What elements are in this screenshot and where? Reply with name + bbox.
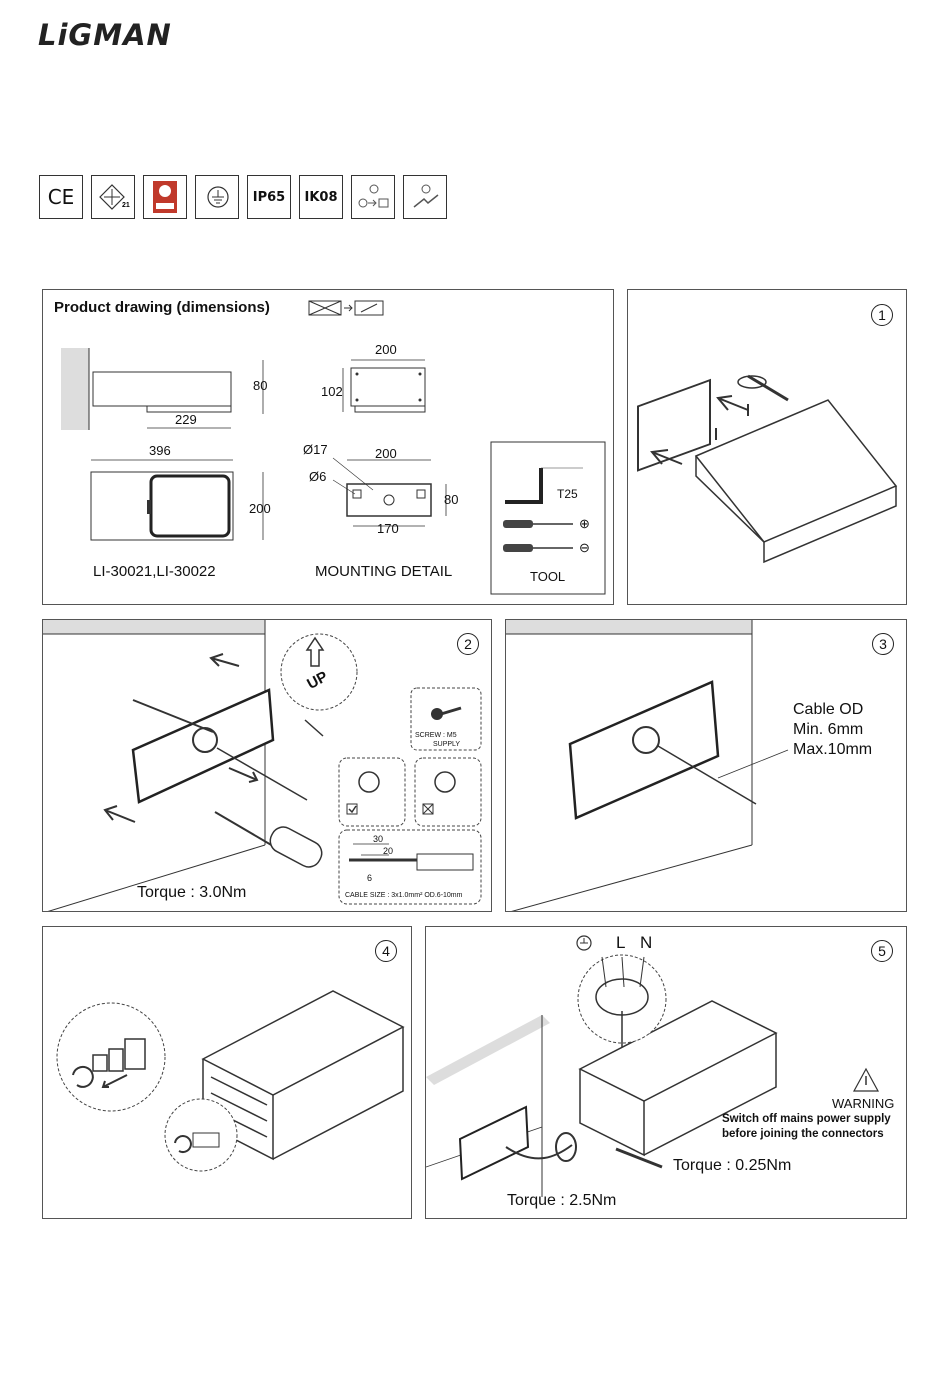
- cert-number: 21: [122, 202, 130, 209]
- front-width: 396: [149, 443, 171, 458]
- step-4-panel: 4: [42, 926, 412, 1219]
- step-2-number: 2: [457, 633, 479, 655]
- step-3-number: 3: [872, 633, 894, 655]
- step-5-illustration: [426, 935, 880, 1197]
- dimensions-panel: Product drawing (dimensions) 80 229 200 …: [42, 289, 614, 605]
- cable-od-max: Max.10mm: [793, 741, 873, 758]
- screw-label: SCREW : M5: [415, 732, 457, 739]
- strip-length-30: 30: [373, 834, 384, 844]
- torque-label-connector: Torque : 0.25Nm: [673, 1157, 792, 1174]
- plus-screwdriver-icon: ⊕: [579, 516, 590, 531]
- hazard-certification-icon: 21: [91, 175, 135, 219]
- front-height: 200: [249, 501, 271, 516]
- strip-length-20: 20: [383, 846, 394, 856]
- side-height: 80: [253, 378, 268, 393]
- step-2-illustration: [43, 620, 482, 911]
- hole-large: Ø17: [303, 442, 328, 457]
- step-4-illustration: [56, 990, 405, 1172]
- cable-size-label: CABLE SIZE : 3x1.0mm² OD.6-10mm: [345, 892, 463, 899]
- warning-line-1: Switch off mains power supply: [722, 1113, 891, 1125]
- tool-label: TOOL: [530, 569, 566, 584]
- mount-spacing: 170: [377, 521, 399, 536]
- flat-screwdriver-icon: ⊖: [579, 540, 590, 555]
- brand-logo: LiGMAN: [38, 18, 172, 52]
- step-5-number: 5: [871, 940, 893, 962]
- cable-od-spec: Cable OD Min. 6mm Max.10mm: [793, 700, 872, 760]
- top-depth: 102: [321, 384, 343, 399]
- step-2-panel: 2 UP SCREW : M5 SUPPLY 30 20 6 CABLE SIZ…: [42, 619, 492, 912]
- terminal-l-label: L: [616, 933, 626, 952]
- side-length: 229: [175, 412, 197, 427]
- mount-height: 80: [444, 492, 459, 507]
- ce-mark-icon: CE: [39, 175, 83, 219]
- voltage-icon: [351, 175, 395, 219]
- torque-label-step-2: Torque : 3.0Nm: [137, 884, 247, 901]
- warning-text: Switch off mains power supply before joi…: [722, 1112, 891, 1142]
- quality-certification-icon: [143, 175, 187, 219]
- hole-small: Ø6: [309, 469, 327, 484]
- step-1-illustration: [637, 374, 898, 564]
- cable-od-min: Min. 6mm: [793, 721, 864, 738]
- step-3-panel: 3 Cable OD Min. 6mm Max.10mm: [505, 619, 907, 912]
- connection-icon: [403, 175, 447, 219]
- dimensions-title: Product drawing (dimensions): [54, 299, 270, 316]
- warning-title: WARNING: [832, 1096, 895, 1111]
- warning-line-2: before joining the connectors: [722, 1128, 884, 1140]
- terminal-n-label: N: [640, 933, 653, 952]
- model-label: LI-30021,LI-30022: [93, 563, 216, 580]
- screw-supply-label: SUPPLY: [433, 741, 461, 748]
- tool-key-size: T25: [557, 487, 578, 501]
- dimensions-drawing: [61, 300, 606, 595]
- mount-width: 200: [375, 446, 397, 461]
- step-1-panel: 1: [627, 289, 907, 605]
- torque-label-gland: Torque : 2.5Nm: [507, 1192, 617, 1209]
- earth-ground-icon: [195, 175, 239, 219]
- step-1-number: 1: [871, 304, 893, 326]
- step-3-illustration: [506, 620, 789, 911]
- mounting-detail-label: MOUNTING DETAIL: [315, 563, 453, 580]
- step-5-panel: 5 L N WARNING Switch off mains power sup…: [425, 926, 907, 1219]
- ik08-icon: IK08: [299, 175, 343, 219]
- top-width: 200: [375, 342, 397, 357]
- ip65-icon: IP65: [247, 175, 291, 219]
- step-4-number: 4: [375, 940, 397, 962]
- strip-length-6: 6: [367, 873, 373, 883]
- cable-od-title: Cable OD: [793, 701, 864, 718]
